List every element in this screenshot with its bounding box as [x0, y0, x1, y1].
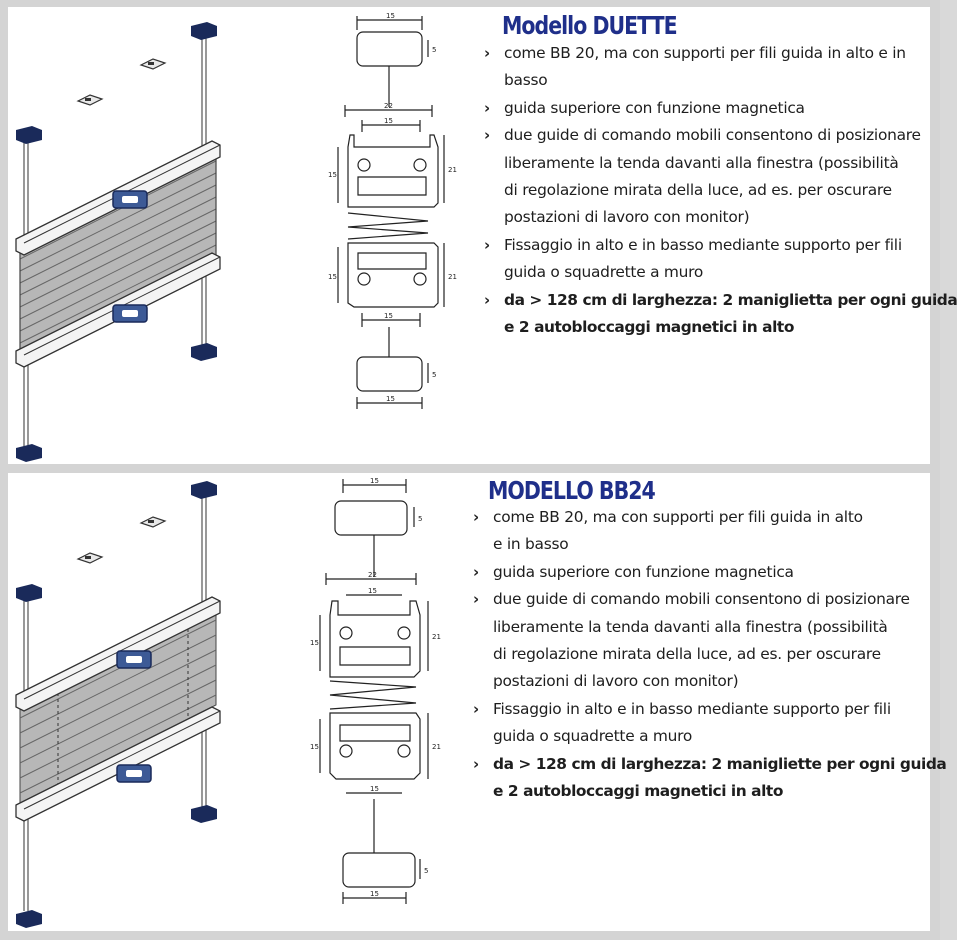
bullet-item: ›da > 128 cm di larghezza: 2 manigliette…	[473, 751, 947, 806]
dim-label: 5	[432, 371, 436, 379]
dimension-labels: 15 5 22 15 21 15 21 15 15 5 15	[328, 12, 457, 403]
chevron-right-icon: ›	[484, 126, 490, 145]
dim-label: 15	[384, 312, 393, 320]
wall-clip-icon	[139, 516, 167, 528]
dim-label: 15	[310, 743, 319, 751]
bracket-icon	[191, 805, 217, 823]
dim-label: 15	[310, 639, 319, 647]
bb24-illustration: 15 5 22 15 21 15 21 15 15 5 15	[15, 477, 441, 928]
bullet-list: ›come BB 20, ma con supporti per fili gu…	[473, 504, 947, 806]
bracket-icon	[16, 126, 42, 144]
chevron-right-icon: ›	[484, 235, 490, 254]
profile-drawing	[319, 479, 429, 904]
bracket-icon	[16, 584, 42, 602]
section-title: Modello DUETTE	[502, 11, 678, 40]
chevron-right-icon: ›	[473, 590, 479, 609]
section-title: MODELLO BB24	[488, 476, 656, 505]
bracket-icon	[16, 444, 42, 462]
section-duette: 15 5 22 15 21 15 21 15 15 5 15 Modello D…	[8, 7, 957, 464]
dim-label: 15	[386, 395, 395, 403]
bullet-item: ›Fissaggio in alto e in basso mediante s…	[484, 232, 957, 287]
wall-clip-icon	[76, 552, 104, 564]
dimension-labels: 15 5 22 15 21 15 21 15 15 5 15	[310, 477, 441, 898]
bottom-rail	[15, 706, 221, 822]
bullet-item: ›come BB 20, ma con supporti per fili gu…	[484, 40, 957, 95]
bullet-item: ›due guide di comando mobili consentono …	[473, 586, 946, 696]
dim-label: 5	[418, 515, 422, 523]
section-bb24: 15 5 22 15 21 15 21 15 15 5 15 MODELLO B…	[8, 473, 947, 931]
bullet-item: ›da > 128 cm di larghezza: 2 maniglietta…	[484, 287, 957, 342]
handle-icon[interactable]	[116, 650, 152, 669]
bullet-list: ›come BB 20, ma con supporti per fili gu…	[484, 40, 957, 341]
dim-label: 15	[386, 12, 395, 20]
dim-label: 21	[448, 273, 457, 281]
profile-drawing	[337, 16, 445, 409]
dim-label: 22	[384, 102, 393, 110]
dim-label: 15	[328, 273, 337, 281]
chevron-right-icon: ›	[484, 98, 490, 117]
chevron-right-icon: ›	[473, 754, 479, 773]
dim-label: 15	[370, 890, 379, 898]
wall-clip-icon	[139, 58, 167, 70]
dim-label: 15	[384, 117, 393, 125]
dim-label: 21	[448, 166, 457, 174]
dim-label: 21	[432, 633, 441, 641]
dim-label: 15	[328, 171, 337, 179]
dim-label: 15	[370, 477, 379, 485]
bracket-icon	[191, 343, 217, 361]
handle-icon[interactable]	[112, 304, 148, 323]
handle-icon[interactable]	[116, 764, 152, 783]
bullet-item: ›Fissaggio in alto e in basso mediante s…	[473, 696, 946, 751]
bracket-icon	[191, 22, 217, 40]
dim-label: 15	[370, 785, 379, 793]
duette-illustration: 15 5 22 15 21 15 21 15 15 5 15	[15, 12, 457, 462]
dim-label: 21	[432, 743, 441, 751]
bracket-icon	[16, 910, 42, 928]
pleated-fabric	[19, 148, 217, 358]
handle-icon[interactable]	[112, 190, 148, 209]
dim-label: 15	[368, 587, 377, 595]
wall-clip-icon	[76, 94, 104, 106]
chevron-right-icon: ›	[473, 699, 479, 718]
bullet-item: ›come BB 20, ma con supporti per fili gu…	[473, 504, 946, 559]
bracket-icon	[191, 481, 217, 499]
bullet-item: ›guida superiore con funzione magnetica	[473, 559, 946, 586]
bullet-item: ›guida superiore con funzione magnetica	[484, 95, 957, 122]
dim-label: 5	[424, 867, 428, 875]
chevron-right-icon: ›	[473, 508, 479, 526]
chevron-right-icon: ›	[484, 290, 490, 309]
dim-label: 22	[368, 571, 377, 579]
pleated-fabric	[19, 604, 217, 804]
chevron-right-icon: ›	[473, 562, 479, 581]
bullet-item: ›due guide di comando mobili consentono …	[484, 122, 957, 232]
chevron-right-icon: ›	[484, 44, 490, 62]
dim-label: 5	[432, 46, 436, 54]
